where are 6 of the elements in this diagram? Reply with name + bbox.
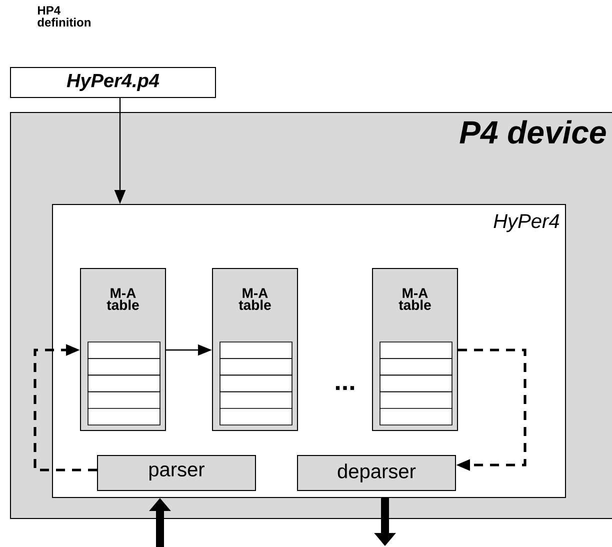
parser-box: deparser xyxy=(297,455,456,491)
file-box: HyPer4.p4 xyxy=(10,67,216,98)
ellipsis: ... xyxy=(336,386,354,390)
arrow xyxy=(34,344,97,472)
parser-box: parser xyxy=(97,455,256,491)
node-label: HP4 definition xyxy=(38,6,90,27)
